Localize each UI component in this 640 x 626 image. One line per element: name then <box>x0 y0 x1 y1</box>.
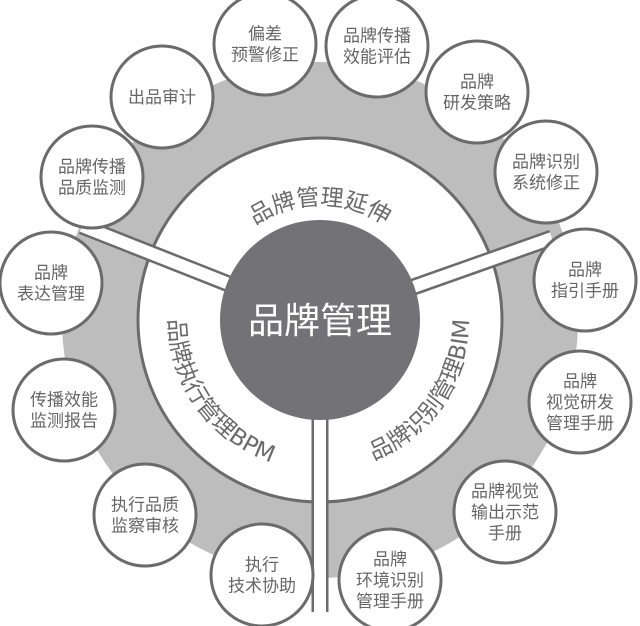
node-circle <box>212 0 318 97</box>
node-label: 执行品质 <box>111 496 179 516</box>
node-circle <box>92 462 198 568</box>
node-circle <box>532 227 638 333</box>
node-circle <box>0 230 104 336</box>
node-label: 品牌识别 <box>512 153 580 173</box>
node-label: 品牌 <box>460 73 494 93</box>
node-label: 管理手册 <box>546 414 614 434</box>
node-circle <box>209 522 315 626</box>
node-label: 传播效能 <box>30 391 98 411</box>
center-circle <box>220 220 420 420</box>
node-circle <box>337 527 443 626</box>
node-label: 品牌传播 <box>58 158 126 178</box>
node-label: 技术协助 <box>228 577 296 597</box>
node-label: 研发策略 <box>443 94 511 114</box>
node-label: 品牌 <box>34 264 68 284</box>
node-label: 输出示范 <box>471 503 539 523</box>
node: 出品审计 <box>109 44 215 150</box>
center-label: 品牌管理 <box>248 301 392 342</box>
node-label: 手册 <box>488 524 522 544</box>
node-label: 管理手册 <box>356 592 424 612</box>
node-label: 监察审核 <box>111 517 179 537</box>
node-circle <box>109 44 215 150</box>
node-circle <box>11 357 117 463</box>
node-circle <box>452 459 558 565</box>
node-label: 品牌 <box>563 372 597 392</box>
node-label: 监测报告 <box>30 412 98 432</box>
node-label: 品牌 <box>568 261 602 281</box>
node-circle <box>424 39 530 145</box>
node-label: 出品审计 <box>128 88 196 108</box>
node-label: 偏差 <box>248 25 282 45</box>
node-circle <box>324 0 430 99</box>
node-label: 表达管理 <box>17 285 85 305</box>
node-label: 视觉研发 <box>546 393 614 413</box>
node-label: 环境识别 <box>356 571 424 591</box>
node-circle <box>39 124 145 230</box>
node-label: 指引手册 <box>551 282 619 302</box>
node-label: 系统修正 <box>512 174 580 194</box>
node-label: 效能评估 <box>343 48 411 68</box>
node-label: 品牌 <box>373 550 407 570</box>
node-circle <box>493 119 599 225</box>
node-label: 品牌传播 <box>343 27 411 47</box>
node-label: 预警修正 <box>231 46 299 66</box>
node-label: 执行 <box>245 556 279 576</box>
node-label: 品质监测 <box>58 179 126 199</box>
node-label: 品牌视觉 <box>471 482 539 502</box>
node-circle <box>527 349 633 455</box>
